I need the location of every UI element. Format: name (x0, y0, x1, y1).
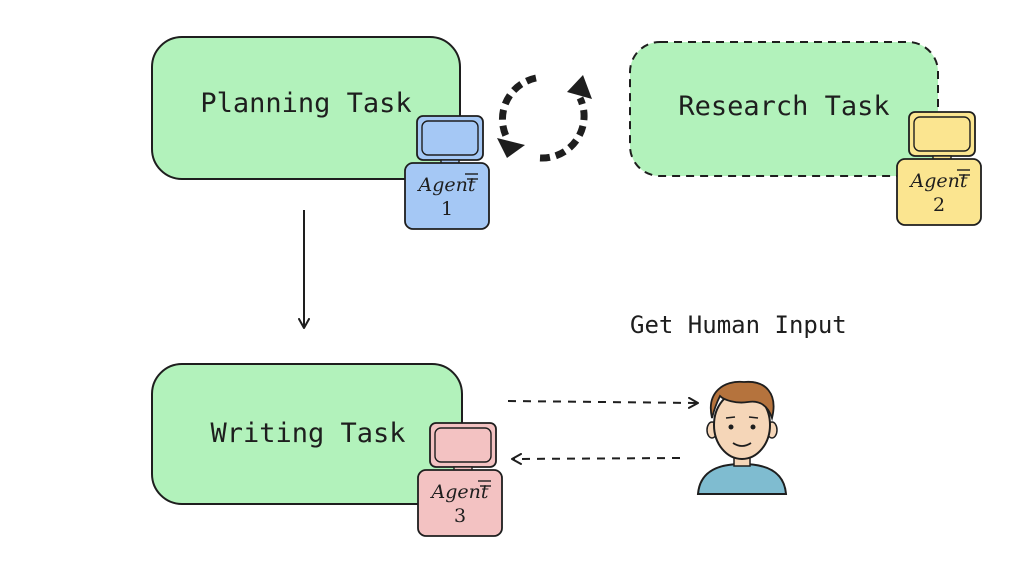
agent-1-number: 1 (441, 198, 453, 220)
agent-2-number: 2 (933, 194, 945, 216)
agent-3-icon: Agent 3 (417, 422, 503, 537)
to-human-arrow (507, 396, 699, 409)
agent-3-label: Agent (430, 481, 489, 503)
agent-1-icon: Agent 1 (404, 115, 490, 230)
writing-task-node: Writing Task (151, 363, 463, 505)
writing-task-label: Writing Task (210, 418, 405, 449)
agent-3-number: 3 (454, 505, 466, 527)
planning-task-node: Planning Task (151, 36, 461, 180)
agent-1-label: Agent (417, 174, 476, 196)
cycle-icon (497, 74, 592, 162)
human-avatar-icon (696, 380, 788, 495)
human-input-label: Get Human Input (630, 311, 847, 339)
research-task-node: Research Task (629, 41, 939, 177)
agent-2-icon: Agent 2 (896, 111, 982, 226)
agent-2-label: Agent (909, 170, 968, 192)
planning-task-label: Planning Task (200, 88, 411, 119)
research-task-label: Research Task (678, 91, 889, 122)
from-human-arrow (510, 452, 681, 465)
